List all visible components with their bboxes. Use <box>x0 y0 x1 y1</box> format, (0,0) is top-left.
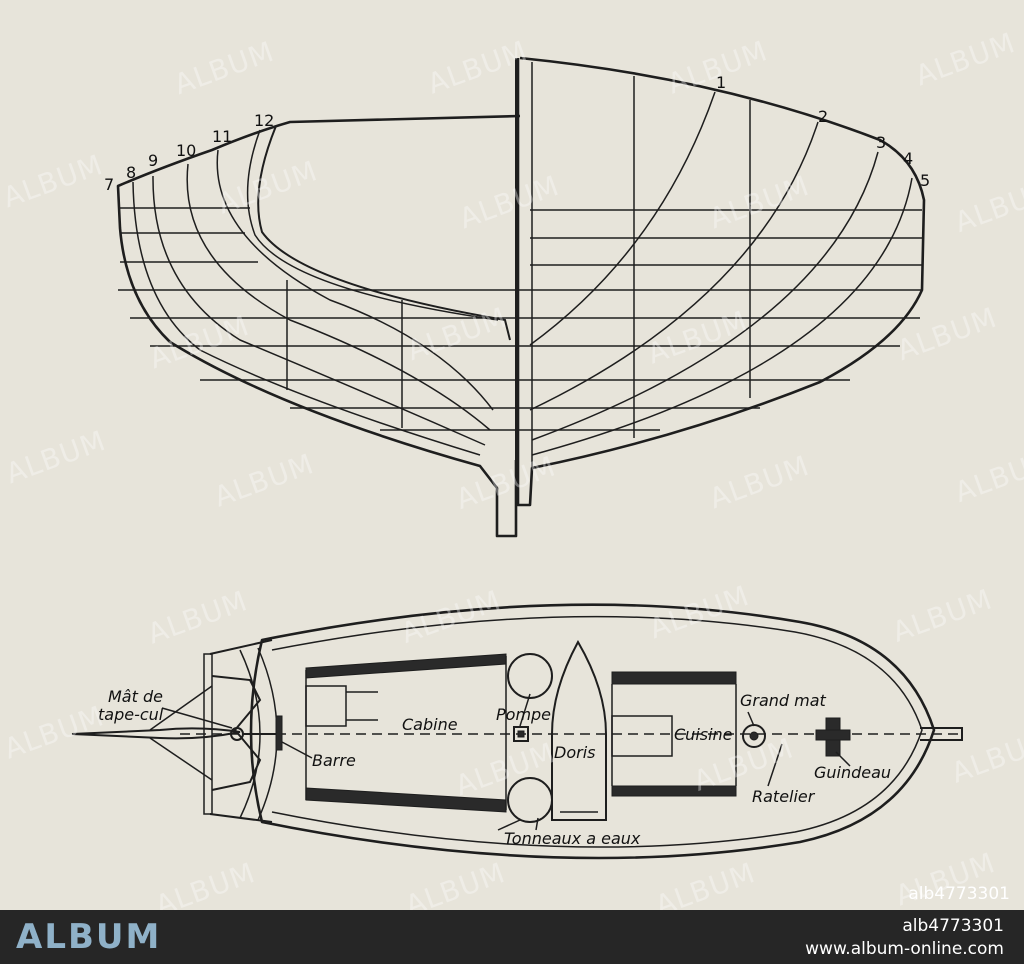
station-number: 1 <box>716 73 726 92</box>
watermark: ALBUM <box>947 723 1024 789</box>
watermark: ALBUM <box>452 449 561 515</box>
watermark: ALBUM <box>705 169 814 235</box>
label-tonneaux: Tonneaux a eaux <box>504 829 641 848</box>
footer-website-link[interactable]: www.album-online.com <box>805 939 1004 959</box>
deck-plan-diagram: Mât de tape-cul Cabine Barre Pompe Doris… <box>71 603 963 860</box>
footer-image-code: alb4773301 <box>902 916 1004 936</box>
label-tape-cul: tape-cul <box>98 705 164 724</box>
station-numbers: 1 2 3 4 5 7 8 9 10 11 12 <box>104 73 930 194</box>
station-number: 4 <box>903 149 913 168</box>
label-cuisine: Cuisine <box>674 725 733 744</box>
deck-hull-outline <box>249 603 936 860</box>
station-number: 9 <box>148 151 158 170</box>
engraving-illustration: 1 2 3 4 5 7 8 9 10 11 12 <box>0 26 1024 923</box>
watermark: ALBUM <box>643 304 752 370</box>
deck-labels: Mât de tape-cul Cabine Barre Pompe Doris… <box>98 687 891 848</box>
label-grand-mat: Grand mat <box>740 691 827 710</box>
station-number: 5 <box>920 171 930 190</box>
watermark: ALBUM <box>0 699 108 765</box>
leader-lines <box>161 693 851 831</box>
label-guindeau: Guindeau <box>814 763 891 782</box>
stern-half-outline <box>116 114 521 538</box>
watermark: ALBUM <box>888 582 997 648</box>
label-doris: Doris <box>554 743 595 762</box>
watermark: ALBUM <box>143 584 252 650</box>
watermark: ALBUM <box>145 309 254 375</box>
body-plan-diagram: 1 2 3 4 5 7 8 9 10 11 12 <box>104 56 930 538</box>
station-number: 12 <box>254 111 274 130</box>
label-cabine: Cabine <box>402 715 458 734</box>
bumkin-spar <box>71 727 241 740</box>
watermark: ALBUM <box>645 579 754 645</box>
footer-bar: ALBUM alb4773301 www.album-online.com <box>0 910 1024 964</box>
station-number: 8 <box>126 163 136 182</box>
waterlines <box>118 207 922 431</box>
galley <box>611 671 737 797</box>
station-number: 7 <box>104 175 114 194</box>
station-number: 3 <box>876 133 886 152</box>
watermark: ALBUM <box>455 169 564 235</box>
label-ratelier: Ratelier <box>752 787 816 806</box>
transom-frame <box>203 639 278 823</box>
pump <box>513 726 529 742</box>
watermark: ALBUM <box>950 173 1024 239</box>
watermark: ALBUM <box>1 424 110 490</box>
watermark: ALBUM <box>950 443 1024 509</box>
dory <box>551 639 607 821</box>
watermark: ALBUM <box>651 856 760 910</box>
station-number: 10 <box>176 141 196 160</box>
bow-section-curves <box>529 91 913 456</box>
label-mat-de: Mât de <box>108 687 163 706</box>
watermark: ALBUM <box>151 856 260 910</box>
watermark: ALBUM <box>210 447 319 513</box>
water-cask <box>507 653 553 699</box>
watermark: ALBUM <box>170 35 279 101</box>
bowsprit <box>920 727 963 741</box>
buttock-lines <box>286 62 751 468</box>
image-reference-code: alb4773301 <box>908 884 1010 904</box>
cabin <box>305 653 507 813</box>
bow-half-outline <box>516 56 926 507</box>
watermark: ALBUM <box>213 154 322 220</box>
watermark: ALBUM <box>397 584 506 650</box>
stern-section-curves <box>132 125 511 456</box>
album-logo[interactable]: ALBUM <box>16 917 162 957</box>
watermark: ALBUM <box>401 856 510 910</box>
water-cask <box>507 777 553 823</box>
station-number: 2 <box>818 107 828 126</box>
watermark: ALBUM <box>911 26 1020 92</box>
windlass <box>815 717 851 757</box>
tiller <box>230 715 283 751</box>
label-pompe: Pompe <box>496 705 551 724</box>
station-number: 11 <box>212 127 232 146</box>
label-barre: Barre <box>312 751 356 770</box>
watermark: ALBUM <box>705 449 814 515</box>
watermark: ALBUM <box>0 148 107 214</box>
